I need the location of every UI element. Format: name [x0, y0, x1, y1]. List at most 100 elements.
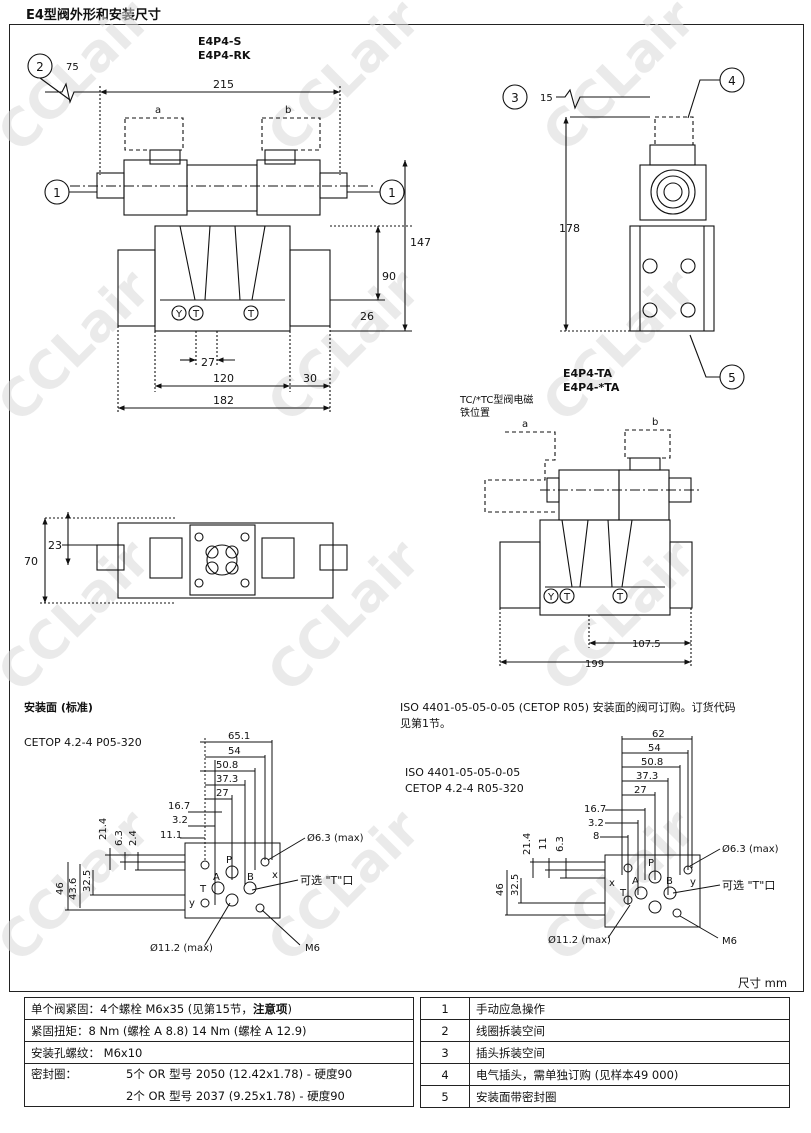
- drawing-frame: [9, 24, 804, 992]
- dim-90: 90: [382, 270, 396, 283]
- left-port-b: B: [247, 872, 254, 883]
- mount-right-note-1: ISO 4401-05-05-0-05 (CETOP R05) 安装面的阀可订购…: [400, 700, 736, 714]
- right-dim-167: 16.7: [584, 804, 606, 815]
- mount-right-note-2: 见第1节。: [400, 716, 451, 730]
- mount-right-std-2: CETOP 4.2-4 R05-320: [405, 782, 524, 795]
- callout-4: 4: [728, 74, 736, 88]
- left-hole-dia: Ø6.3 (max): [307, 832, 364, 844]
- right-port-y: y: [690, 877, 696, 888]
- mount-right-std-1: ISO 4401-05-05-0-05: [405, 766, 520, 779]
- side-view: 3 15 4 178 5: [502, 67, 745, 390]
- right-port-x: x: [609, 878, 615, 889]
- spec-seal-label: 密封圈：: [31, 1067, 77, 1081]
- top-view: 23 70: [24, 512, 348, 604]
- legend-text: 插头拆装空间: [469, 1041, 790, 1064]
- right-t-option: 可选 "T"口: [722, 879, 775, 892]
- ta-view: E4P4-TA E4P4-*TA TC/*TC型阀电磁 铁位置 a b Y T …: [459, 367, 700, 670]
- dim-27: 27: [201, 356, 215, 369]
- left-vdim-214: 21.4: [98, 818, 109, 840]
- model-e4p4-ta: E4P4-TA: [563, 367, 612, 380]
- watermark: CCLair: [532, 799, 708, 975]
- mount-right: ISO 4401-05-05-0-05 (CETOP R05) 安装面的阀可订购…: [400, 700, 779, 947]
- right-port-t: T: [619, 888, 627, 899]
- watermark: CCLair: [0, 0, 162, 164]
- left-port-dia: Ø11.2 (max): [150, 942, 213, 954]
- right-hole-dia: Ø6.3 (max): [722, 843, 779, 855]
- port-t1-label: T: [192, 309, 200, 320]
- spec-seal-value-1: 5个 OR 型号 2050 (12.42x1.78) - 硬度90: [126, 1067, 353, 1081]
- left-port-y: y: [189, 898, 195, 909]
- tc-note-2: 铁位置: [460, 406, 490, 419]
- dim-75: 75: [66, 62, 79, 73]
- right-vdim-63: 6.3: [555, 836, 566, 852]
- mount-left-standard: CETOP 4.2-4 P05-320: [24, 736, 142, 749]
- spec-table: 单个阀紧固：4个螺栓 M6x35 (见第15节，注意项) 紧固扭矩：8 Nm (…: [24, 997, 414, 1107]
- spec-thread-label: 安装孔螺纹：: [31, 1045, 100, 1060]
- legend-text: 线圈拆装空间: [469, 1019, 790, 1042]
- ta-port-y: Y: [547, 592, 555, 603]
- legend-num: 1: [420, 997, 470, 1020]
- left-port-p: P: [226, 855, 232, 866]
- dim-147: 147: [410, 236, 431, 249]
- callout-5: 5: [728, 371, 736, 385]
- model-e4p4-s: E4P4-S: [198, 35, 241, 48]
- dim-75-break: [45, 82, 100, 104]
- left-hdim-325: 32.5: [82, 870, 93, 892]
- spec-seal-value-2: 2个 OR 型号 2037 (9.25x1.78) - 硬度90: [126, 1089, 345, 1103]
- right-dim-62: 62: [652, 729, 665, 740]
- spec-torque: 紧固扭矩：8 Nm (螺栓 A 8.8) 14 Nm (螺栓 A 12.9): [24, 1019, 414, 1042]
- right-dim-32: 3.2: [588, 818, 604, 829]
- sol-b-label: b: [285, 105, 291, 116]
- left-dim-508: 50.8: [216, 760, 238, 771]
- spec-row-3: 安装孔螺纹： M6x10: [24, 1041, 414, 1064]
- legend-num: 4: [420, 1063, 470, 1086]
- mount-heading: 安装面 (标准): [24, 700, 93, 714]
- left-port-t: T: [199, 884, 207, 895]
- spec-thread-value: M6x10: [103, 1045, 143, 1060]
- mount-left: 安装面 (标准) CETOP 4.2-4 P05-320 65.1 54 50.…: [24, 700, 364, 954]
- legend-text: 电气插头，需单独订购 (见样本49 000): [469, 1063, 790, 1086]
- left-dim-54: 54: [228, 746, 241, 757]
- left-hdim-436: 43.6: [68, 878, 79, 900]
- right-port-a: A: [632, 876, 639, 887]
- right-hdim-46: 46: [495, 883, 506, 896]
- right-hdim-325: 32.5: [510, 874, 521, 896]
- sol-a-label: a: [155, 105, 161, 116]
- watermark: CCLair: [532, 0, 708, 164]
- model-e4p4-rk: E4P4-RK: [198, 49, 251, 62]
- port-y-label: Y: [175, 309, 183, 320]
- dim-15: 15: [540, 93, 553, 104]
- page-title: E4型阀外形和安装尺寸: [26, 8, 161, 23]
- dim-199: 199: [585, 659, 604, 670]
- dim-26: 26: [360, 310, 374, 323]
- ta-sol-a: a: [522, 419, 528, 430]
- right-thread: M6: [722, 936, 737, 947]
- legend-text: 安装面带密封圈: [469, 1085, 790, 1108]
- model-e4p4-star-ta: E4P4-*TA: [563, 381, 620, 394]
- front-view: E4P4-S E4P4-RK 2 75 215 a b 1 1: [27, 35, 431, 412]
- ta-port-t1: T: [563, 592, 571, 603]
- left-dim-111: 11.1: [160, 830, 182, 841]
- right-dim-27: 27: [634, 785, 647, 796]
- unit-label: 尺寸 mm: [738, 976, 788, 990]
- callout-3: 3: [511, 91, 519, 105]
- left-port-x: x: [272, 870, 278, 881]
- dim-15-break: [556, 88, 650, 110]
- dim-70: 70: [24, 555, 38, 568]
- left-dim-32: 3.2: [172, 815, 188, 826]
- watermark: CCLair: [257, 529, 433, 705]
- right-vdim-214: 21.4: [522, 833, 533, 855]
- spec-row-1: 单个阀紧固：4个螺栓 M6x35 (见第15节，注意项): [24, 997, 414, 1020]
- legend-text: 手动应急操作: [469, 997, 790, 1020]
- left-vdim-63: 6.3: [114, 830, 125, 846]
- callout-2: 2: [36, 60, 44, 74]
- legend-num: 3: [420, 1041, 470, 1064]
- right-port-dia: Ø11.2 (max): [548, 934, 611, 946]
- left-port-a: A: [213, 872, 220, 883]
- ta-port-t2: T: [616, 592, 624, 603]
- right-port-p: P: [648, 858, 654, 869]
- watermark: CCLair: [257, 0, 433, 164]
